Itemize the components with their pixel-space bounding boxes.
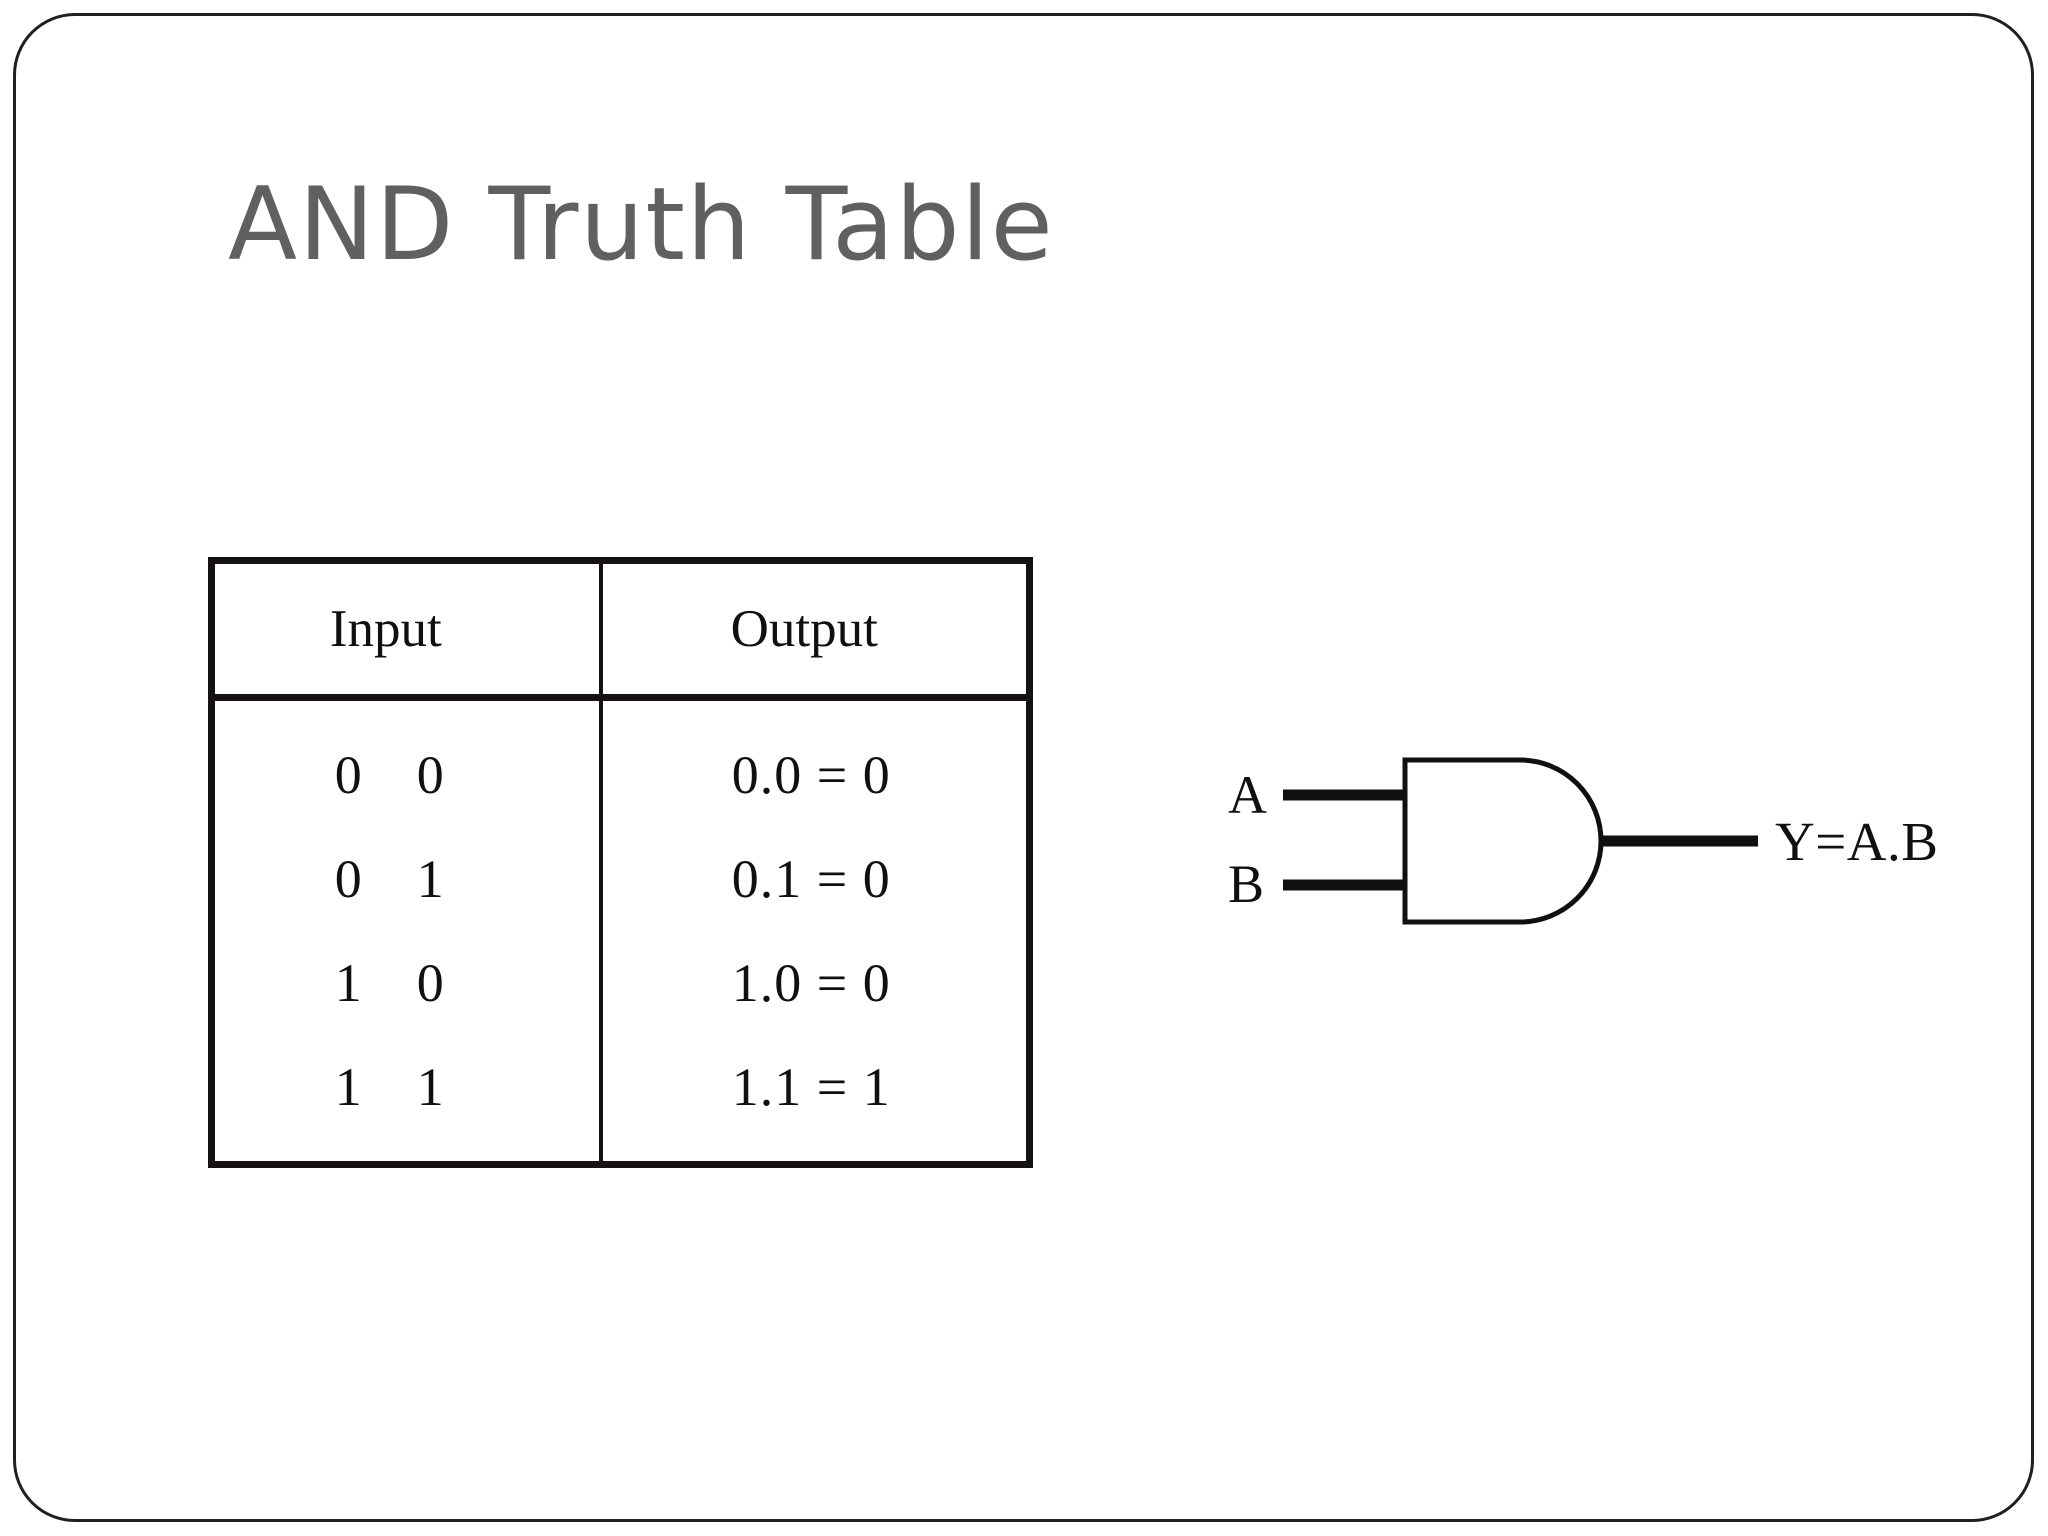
column-header-output: Output bbox=[600, 557, 1033, 701]
cell-input-b: 0 bbox=[416, 953, 444, 1013]
spacer-cell-output bbox=[600, 697, 1033, 723]
table-header: Input Output bbox=[208, 557, 1033, 701]
cell-input-a: 1 bbox=[334, 1057, 362, 1117]
gate-input-label-a: A bbox=[1228, 765, 1267, 825]
spacer-cell-input bbox=[208, 1139, 603, 1168]
cell-input-b: 1 bbox=[416, 849, 444, 909]
spacer-cell-output bbox=[600, 1139, 1033, 1168]
table-header-row: Input Output bbox=[208, 557, 1033, 701]
gate-input-label-b: B bbox=[1228, 854, 1264, 914]
column-header-output-label: Output bbox=[730, 600, 878, 658]
cell-output-expression: 1.1 = 1 bbox=[731, 1057, 891, 1117]
gate-output-label: Y=A.B bbox=[1775, 811, 1938, 872]
cell-output-expression: 0.0 = 0 bbox=[731, 745, 891, 805]
cell-output: 0.0 = 0 bbox=[600, 723, 1033, 827]
cell-input-b: 0 bbox=[416, 745, 444, 805]
cell-output: 1.1 = 1 bbox=[600, 1035, 1033, 1139]
and-gate-body bbox=[1402, 757, 1604, 925]
table-spacer-row-bottom bbox=[208, 1139, 1033, 1168]
column-header-input: Input bbox=[208, 557, 603, 701]
table-spacer-row-top bbox=[208, 697, 1033, 723]
cell-output-expression: 1.0 = 0 bbox=[731, 953, 891, 1013]
cell-input-a: 0 bbox=[334, 745, 362, 805]
cell-output-expression: 0.1 = 0 bbox=[731, 849, 891, 909]
column-header-input-label: Input bbox=[329, 600, 442, 658]
cell-input-a: 1 bbox=[334, 953, 362, 1013]
cell-output: 1.0 = 0 bbox=[600, 931, 1033, 1035]
spacer-cell-input bbox=[208, 697, 603, 723]
cell-input-a: 0 bbox=[334, 849, 362, 909]
cell-input-b: 1 bbox=[416, 1057, 444, 1117]
and-gate-diagram: A B Y=A.B bbox=[1200, 730, 2000, 960]
page-title: AND Truth Table bbox=[228, 165, 1055, 283]
cell-output: 0.1 = 0 bbox=[600, 827, 1033, 931]
